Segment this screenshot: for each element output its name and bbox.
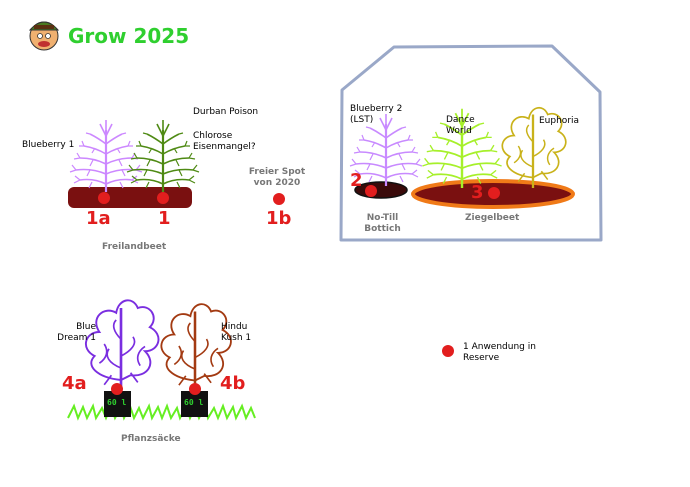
label-no-till-bottich: No-Till Bottich — [364, 213, 401, 234]
plant-durban-poison — [125, 118, 201, 194]
label-chlorose: Chlorose Eisenmangel? — [193, 131, 256, 152]
number-1b: 1b — [266, 208, 292, 229]
number-4b: 4b — [220, 373, 246, 394]
label-freilandbeet: Freilandbeet — [102, 242, 167, 252]
plant-blue-dream-1 — [84, 298, 160, 394]
number-1a: 1a — [86, 208, 111, 229]
plant-blueberry-1 — [68, 118, 144, 194]
marker-4b — [189, 383, 201, 395]
label-blueberry-1: Blueberry 1 — [22, 140, 75, 150]
grass-strip — [67, 403, 256, 421]
greenhouse-outline — [339, 44, 603, 242]
number-4a: 4a — [62, 373, 87, 394]
marker-1b — [273, 193, 285, 205]
bag-4b-size: 60 l — [184, 398, 204, 407]
marker-1 — [157, 192, 169, 204]
bag-4a — [104, 391, 131, 417]
marker-3 — [488, 187, 500, 199]
bag-4a-size: 60 l — [107, 398, 127, 407]
label-blueberry-2: Blueberry 2 (LST) — [350, 104, 403, 125]
bag-4b — [181, 391, 208, 417]
no-till-bottich — [354, 181, 408, 199]
marker-reserve — [442, 345, 454, 357]
number-3: 3 — [471, 182, 484, 203]
page-title: Grow 2025 — [68, 24, 190, 48]
label-hindu-kush-1: Hindu Kush 1 — [221, 322, 252, 343]
freiland-bed — [68, 187, 192, 208]
marker-1a — [98, 192, 110, 204]
number-1: 1 — [158, 208, 171, 229]
label-blue-dream-1: Blue Dream 1 — [57, 322, 96, 343]
label-dance-world: Dance World — [446, 115, 475, 136]
label-freier-spot: Freier Spot von 2020 — [248, 167, 306, 188]
label-durban-poison: Durban Poison — [193, 107, 259, 117]
label-pflanzsaecke: Pflanzsäcke — [121, 434, 181, 444]
label-ziegelbeet: Ziegelbeet — [465, 213, 520, 223]
number-2: 2 — [350, 170, 363, 191]
label-euphoria: Euphoria — [539, 116, 580, 126]
marker-2 — [365, 185, 377, 197]
cartoon-face-icon — [28, 21, 60, 51]
label-reserve: 1 Anwendung in Reserve — [463, 342, 536, 363]
marker-4a — [111, 383, 123, 395]
